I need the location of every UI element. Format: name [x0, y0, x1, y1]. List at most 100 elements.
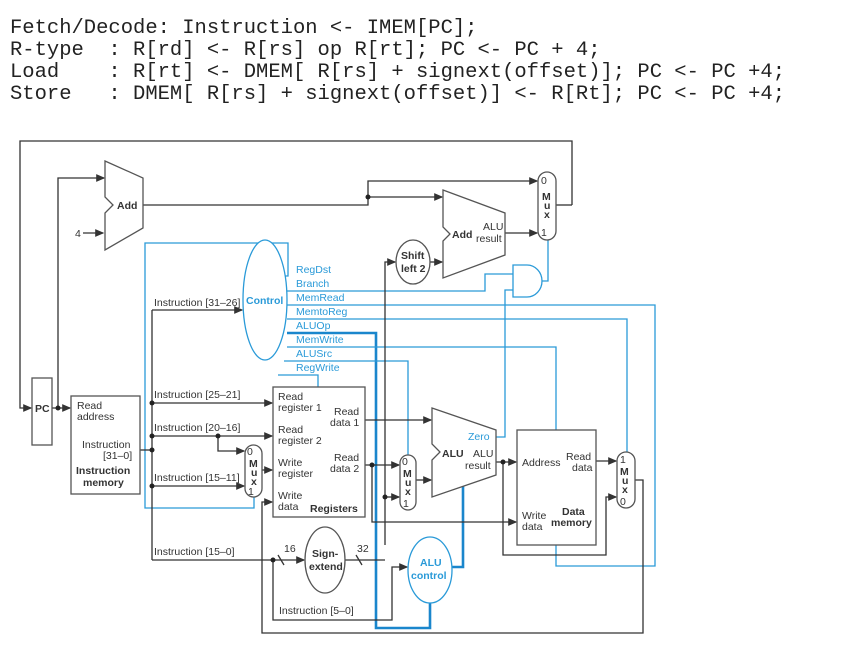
svg-text:ALUSrc: ALUSrc — [296, 348, 332, 360]
pc-mux: 0 M u x 1 — [537, 171, 557, 241]
svg-text:1: 1 — [541, 227, 547, 239]
svg-text:[31–0]: [31–0] — [103, 450, 132, 462]
svg-text:Instruction: Instruction — [82, 439, 131, 451]
data-wires — [19, 140, 644, 634]
rtl-load: Load : R[rt] <- DMEM[ R[rs] + signext(of… — [10, 61, 786, 84]
svg-text:M: M — [403, 468, 412, 480]
svg-text:u: u — [622, 475, 628, 487]
shift-left-2: Shift left 2 — [395, 239, 431, 285]
svg-text:Registers: Registers — [310, 503, 358, 515]
svg-text:data 1: data 1 — [330, 417, 359, 429]
svg-text:extend: extend — [309, 561, 343, 573]
sign-extend: Sign- extend 16 32 — [284, 526, 369, 594]
wire-regwrite — [278, 374, 319, 387]
svg-text:1: 1 — [403, 498, 409, 510]
control-unit: Control — [242, 239, 288, 361]
svg-text:Instruction [5–0]: Instruction [5–0] — [279, 605, 354, 617]
svg-text:register 2: register 2 — [278, 435, 322, 447]
and-gate — [512, 264, 543, 298]
svg-text:Read: Read — [334, 452, 359, 464]
alu: ALU Zero ALU result — [431, 407, 497, 498]
svg-text:address: address — [77, 411, 114, 423]
wire-memread — [287, 304, 656, 567]
svg-text:x: x — [405, 486, 411, 498]
junction-dots — [55, 194, 506, 563]
svg-text:data 2: data 2 — [330, 463, 359, 475]
wire-alusrc — [284, 360, 409, 455]
svg-text:ALU: ALU — [442, 448, 464, 460]
svg-text:register: register — [278, 468, 314, 480]
svg-text:M: M — [249, 458, 258, 470]
svg-text:control: control — [411, 570, 447, 582]
wire-pcsrc — [540, 240, 549, 282]
svg-text:Data: Data — [562, 506, 585, 518]
svg-text:Control: Control — [246, 295, 283, 307]
svg-text:RegDst: RegDst — [296, 264, 331, 276]
svg-text:left 2: left 2 — [401, 263, 426, 275]
svg-text:x: x — [544, 209, 550, 221]
svg-text:x: x — [251, 476, 257, 488]
svg-text:Read: Read — [278, 424, 303, 436]
wire-aluop — [287, 331, 432, 630]
instruction-field-labels: Instruction [31–26] Instruction [25–21] … — [154, 297, 354, 617]
svg-text:Instruction [31–26]: Instruction [31–26] — [154, 297, 240, 309]
alusrc-mux: 0 M u x 1 — [399, 454, 417, 511]
svg-text:Shift: Shift — [401, 250, 425, 262]
svg-text:Sign-: Sign- — [312, 548, 339, 560]
svg-text:Instruction: Instruction — [76, 465, 130, 477]
svg-text:ALUOp: ALUOp — [296, 320, 331, 332]
svg-text:Add: Add — [117, 200, 137, 212]
svg-text:Write: Write — [278, 490, 302, 502]
wire-memtoreg — [287, 318, 628, 452]
svg-text:u: u — [544, 200, 550, 212]
svg-text:RegWrite: RegWrite — [296, 362, 340, 374]
svg-text:M: M — [620, 466, 629, 478]
svg-text:16: 16 — [284, 543, 296, 555]
control-wires — [144, 240, 656, 630]
svg-text:result: result — [465, 460, 491, 472]
svg-text:Instruction [15–0]: Instruction [15–0] — [154, 546, 235, 558]
svg-text:data: data — [572, 462, 593, 474]
rtl-store: Store : DMEM[ R[rs] + signext(offset)] <… — [10, 83, 786, 106]
svg-text:0: 0 — [620, 496, 626, 508]
svg-text:0: 0 — [402, 456, 408, 468]
svg-text:Write: Write — [278, 457, 302, 469]
alu-control: ALU control — [407, 536, 453, 604]
svg-text:ALU: ALU — [420, 557, 442, 569]
svg-text:ALU: ALU — [483, 221, 503, 233]
svg-text:MemWrite: MemWrite — [296, 334, 344, 346]
svg-text:Instruction [20–16]: Instruction [20–16] — [154, 422, 240, 434]
wire-regdst — [144, 242, 289, 509]
svg-text:Branch: Branch — [296, 278, 329, 290]
branch-adder: Add ALU result — [442, 189, 506, 279]
svg-text:memory: memory — [83, 477, 124, 489]
rtl-rtype: R-type : R[rd] <- R[rs] op R[rt]; PC <- … — [10, 39, 601, 62]
svg-text:data: data — [278, 501, 299, 513]
wire-memwrite — [287, 346, 557, 430]
svg-text:MemRead: MemRead — [296, 292, 345, 304]
svg-text:register 1: register 1 — [278, 402, 322, 414]
svg-text:Instruction [25–21]: Instruction [25–21] — [154, 389, 240, 401]
svg-text:u: u — [251, 467, 257, 479]
pc-adder: Add 4 — [75, 159, 144, 252]
data-memory: Address Read data Write data Data memory — [516, 429, 597, 546]
memtoreg-mux: 1 M u x 0 — [616, 451, 636, 509]
svg-text:Address: Address — [522, 457, 561, 469]
wire-branch — [287, 273, 513, 292]
svg-text:0: 0 — [541, 175, 547, 187]
svg-text:u: u — [405, 477, 411, 489]
instruction-memory: Read address Instruction [31–0] Instruct… — [70, 395, 141, 495]
register-file: Read register 1 Read register 2 Write re… — [272, 386, 366, 518]
svg-text:1: 1 — [248, 486, 254, 498]
svg-text:PC: PC — [35, 403, 50, 415]
svg-text:32: 32 — [357, 543, 369, 555]
svg-text:Add: Add — [452, 229, 472, 241]
svg-text:result: result — [476, 233, 502, 245]
svg-text:0: 0 — [247, 446, 253, 458]
svg-text:Read: Read — [77, 400, 102, 412]
pc-register: PC — [31, 377, 53, 446]
svg-text:Read: Read — [334, 406, 359, 418]
control-signal-labels: RegDst Branch MemRead MemtoReg ALUOp Mem… — [296, 264, 348, 374]
svg-text:M: M — [542, 191, 551, 203]
